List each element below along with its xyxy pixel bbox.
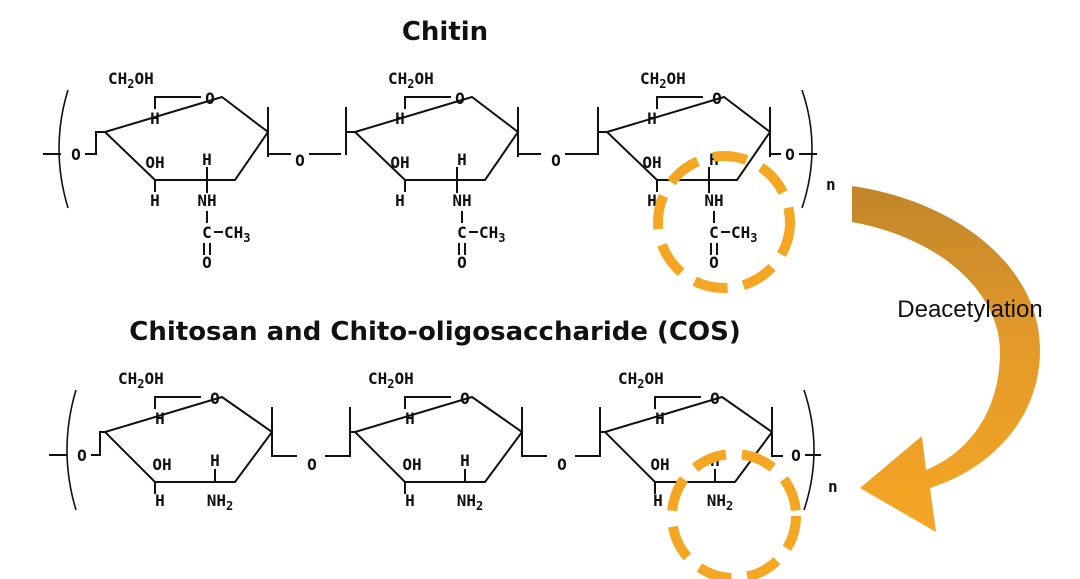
svg-text:NH2: NH2 [707,491,734,513]
svg-text:NH: NH [197,191,216,210]
svg-text:NH: NH [704,191,723,210]
chitosan-unit-1: CH2OH O H OH H H NH2 [104,369,273,513]
chitin-unit-3: CH2OH O H OH H H NH C CH3 O [597,69,781,272]
svg-text:CH2OH: CH2OH [108,69,154,91]
chitin-unit-1: CH2OH O H OH H H NH C CH3 O [104,69,269,272]
amine-highlight-circle [667,449,801,579]
svg-text:H: H [460,451,470,470]
svg-text:NH: NH [452,191,471,210]
svg-text:O: O [210,389,220,408]
chitosan-left-o: O [77,446,87,465]
chitin-structure: O n O CH2OH O H OH H H NH C CH3 O O [43,69,836,293]
svg-text:O: O [710,389,720,408]
chitosan-bridge-o-2: O [557,455,567,474]
svg-text:C: C [457,223,467,242]
svg-text:OH: OH [390,153,409,172]
svg-text:H: H [210,451,220,470]
svg-text:OH: OH [145,153,164,172]
chitosan-right-bracket [803,389,815,511]
svg-text:H: H [155,409,165,428]
deacetylation-arrow: Deacetylation [852,186,1043,532]
svg-text:O: O [709,253,719,272]
chitin-bridge-o-2: O [551,151,561,170]
chitin-repeat-n: n [826,175,836,194]
svg-text:H: H [647,191,657,210]
svg-text:CH2OH: CH2OH [368,369,414,391]
svg-text:NH2: NH2 [207,491,234,513]
svg-text:H: H [395,191,405,210]
chitosan-left-bracket [66,389,77,511]
svg-text:H: H [150,191,160,210]
svg-text:O: O [460,389,470,408]
svg-text:H: H [395,109,405,128]
svg-text:H: H [647,109,657,128]
svg-text:H: H [155,491,165,510]
svg-text:CH3: CH3 [731,223,758,245]
svg-text:OH: OH [152,455,171,474]
deacetylation-arrow-body [852,186,1040,532]
svg-text:CH2OH: CH2OH [618,369,664,391]
chitosan-repeat-n: n [828,477,838,496]
chitosan-title: Chitosan and Chito-oligosaccharide (COS) [129,317,740,347]
svg-text:OH: OH [642,153,661,172]
svg-text:H: H [405,491,415,510]
svg-text:O: O [205,89,215,108]
svg-text:O: O [455,89,465,108]
svg-text:H: H [405,409,415,428]
chitin-right-bracket [801,89,813,209]
svg-text:NH2: NH2 [457,491,484,513]
chitin-right-o: O [785,145,795,164]
acetyl-highlight-circle [653,151,795,293]
chitosan-unit-3: CH2OH O H OH H H NH2 [599,369,783,513]
svg-text:C: C [709,223,719,242]
deacetylation-label: Deacetylation [897,296,1042,323]
svg-text:CH2OH: CH2OH [118,369,164,391]
chitin-left-bracket [58,89,69,209]
chitin-unit-2: CH2OH O H OH H H NH C CH3 O [345,69,519,272]
chitosan-right-o: O [791,446,801,465]
svg-text:OH: OH [402,455,421,474]
svg-text:H: H [202,150,212,169]
svg-text:C: C [202,223,212,242]
svg-text:O: O [202,253,212,272]
chitosan-structure: O n O CH2OH O H OH H H NH2 O CH2OH O H [49,369,838,579]
svg-text:CH3: CH3 [479,223,506,245]
svg-text:CH2OH: CH2OH [640,69,686,91]
svg-text:O: O [712,89,722,108]
svg-text:CH2OH: CH2OH [388,69,434,91]
chitosan-unit-2: CH2OH O H OH H H NH2 [349,369,523,513]
chitin-title: Chitin [402,17,488,47]
svg-text:H: H [150,109,160,128]
svg-text:OH: OH [650,455,669,474]
chitin-bridge-o-1: O [295,151,305,170]
chitosan-bridge-o-1: O [307,455,317,474]
chitin-left-o: O [71,145,81,164]
svg-text:H: H [655,409,665,428]
svg-text:H: H [457,150,467,169]
svg-text:H: H [653,491,663,510]
svg-text:CH3: CH3 [224,223,251,245]
svg-text:O: O [457,253,467,272]
